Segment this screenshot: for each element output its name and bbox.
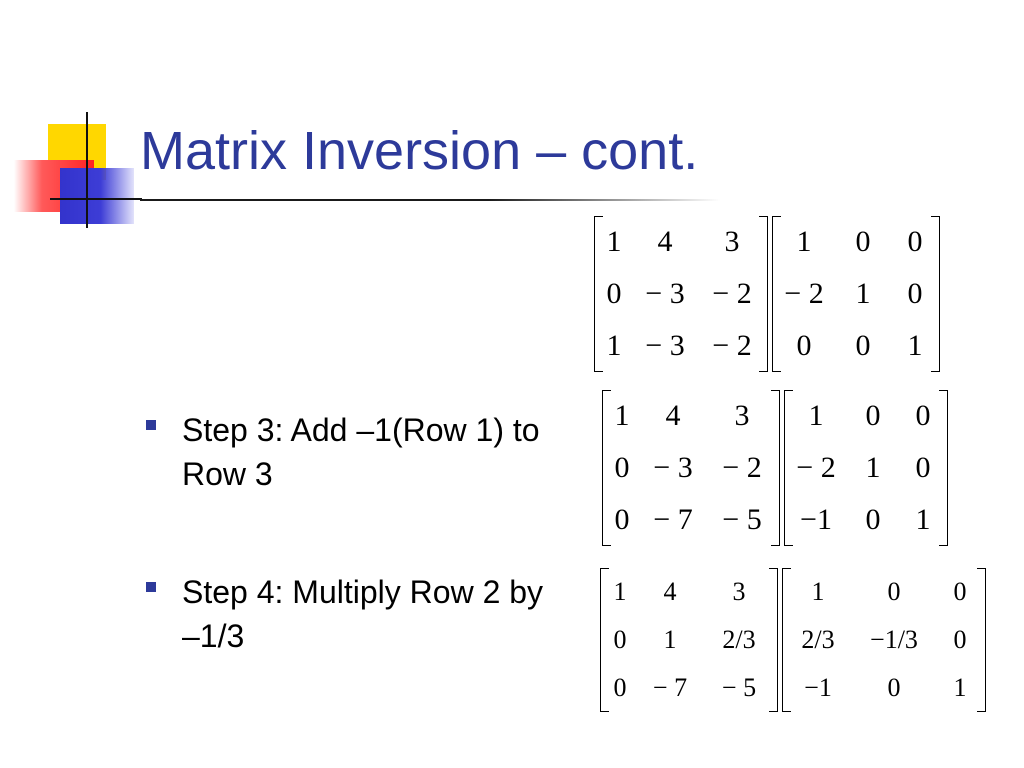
matrix-cell: 1	[606, 329, 622, 362]
logo-blue-square	[60, 168, 134, 224]
matrix-cell: − 2	[712, 329, 752, 362]
matrix-cell: 1	[907, 329, 923, 362]
bullet-step-3: Step 3: Add –1(Row 1) to Row 3	[146, 408, 556, 496]
matrix-cell: 0	[887, 673, 901, 702]
matrix-cell: 2/3	[722, 625, 756, 654]
left-matrix: 1 4 3 0 − 3 − 2 0 − 7 − 5	[602, 390, 780, 546]
matrix-cell: 0	[915, 399, 931, 432]
matrix-cell: 3	[724, 225, 740, 258]
matrix-cell: −1/3	[870, 625, 918, 654]
matrix-cell: 0	[855, 329, 871, 362]
matrix-cell: − 3	[653, 451, 693, 484]
matrix-cell: 0	[614, 451, 630, 484]
matrix-cell: 0	[613, 625, 627, 654]
matrix-pair-initial: 1 4 3 0 − 3 − 2 1 − 3 − 2 1 0 0 − 2 1 0 …	[594, 216, 940, 372]
matrix-cell: 1	[606, 225, 622, 258]
matrix-cell: 3	[732, 577, 746, 606]
matrix-cell: 1	[613, 577, 627, 606]
matrix-cell: 0	[606, 277, 622, 310]
logo-vertical-line	[86, 112, 88, 228]
title-underline	[140, 199, 720, 201]
matrix-cell: 2/3	[801, 625, 835, 654]
matrix-cell: 0	[907, 225, 923, 258]
matrix-cell: 1	[953, 673, 967, 702]
matrix-cell: 1	[663, 625, 677, 654]
matrix-cell: 1	[808, 399, 824, 432]
matrix-cell: 0	[614, 503, 630, 536]
left-matrix: 1 4 3 0 1 2/3 0 − 7 − 5	[600, 568, 778, 712]
logo-horizontal-line	[50, 198, 142, 200]
bullet-text: Step 4: Multiply Row 2 by –1/3	[182, 574, 544, 654]
slide-logo-graphic	[0, 0, 142, 240]
bullet-marker	[146, 582, 156, 592]
matrix-cell: 0	[887, 577, 901, 606]
matrix-cell: 0	[855, 225, 871, 258]
matrix-cell: 4	[663, 577, 677, 606]
matrix-cell: − 3	[645, 277, 685, 310]
matrix-cell: −1	[800, 503, 832, 536]
matrix-cell: − 5	[721, 673, 757, 702]
matrix-pair-step-4: 1 4 3 0 1 2/3 0 − 7 − 5 1 0 0 2/3 −1/3 0…	[600, 568, 986, 712]
matrix-cell: 0	[907, 277, 923, 310]
matrix-cell: 0	[865, 503, 881, 536]
matrix-cell: 1	[855, 277, 871, 310]
matrix-cell: − 5	[722, 503, 762, 536]
matrix-pair-step-3: 1 4 3 0 − 3 − 2 0 − 7 − 5 1 0 0 − 2 1 0 …	[602, 390, 948, 546]
matrix-cell: − 3	[645, 329, 685, 362]
matrix-cell: 0	[953, 577, 967, 606]
matrix-cell: 1	[796, 225, 812, 258]
matrix-cell: 1	[614, 399, 630, 432]
bullet-step-4: Step 4: Multiply Row 2 by –1/3	[146, 570, 556, 658]
matrix-cell: 4	[665, 399, 681, 432]
matrix-cell: 0	[953, 625, 967, 654]
matrix-cell: − 2	[712, 277, 752, 310]
slide-title: Matrix Inversion – cont.	[140, 121, 699, 181]
matrix-cell: − 7	[652, 673, 688, 702]
matrix-cell: 0	[796, 329, 812, 362]
matrix-cell: −1	[804, 673, 832, 702]
bullet-text: Step 3: Add –1(Row 1) to Row 3	[182, 412, 540, 492]
bullet-marker	[146, 420, 156, 430]
right-matrix: 1 0 0 2/3 −1/3 0 −1 0 1	[782, 568, 986, 712]
matrix-cell: − 2	[796, 451, 836, 484]
matrix-cell: 1	[811, 577, 825, 606]
matrix-cell: − 7	[653, 503, 693, 536]
left-matrix: 1 4 3 0 − 3 − 2 1 − 3 − 2	[594, 216, 768, 372]
matrix-cell: − 2	[784, 277, 824, 310]
matrix-cell: 0	[915, 451, 931, 484]
matrix-cell: 0	[865, 399, 881, 432]
matrix-cell: 0	[613, 673, 627, 702]
matrix-cell: − 2	[722, 451, 762, 484]
matrix-cell: 4	[657, 225, 673, 258]
matrix-cell: 1	[865, 451, 881, 484]
matrix-cell: 1	[915, 503, 931, 536]
matrix-cell: 3	[734, 399, 750, 432]
right-matrix: 1 0 0 − 2 1 0 0 0 1	[772, 216, 940, 372]
right-matrix: 1 0 0 − 2 1 0 −1 0 1	[784, 390, 948, 546]
